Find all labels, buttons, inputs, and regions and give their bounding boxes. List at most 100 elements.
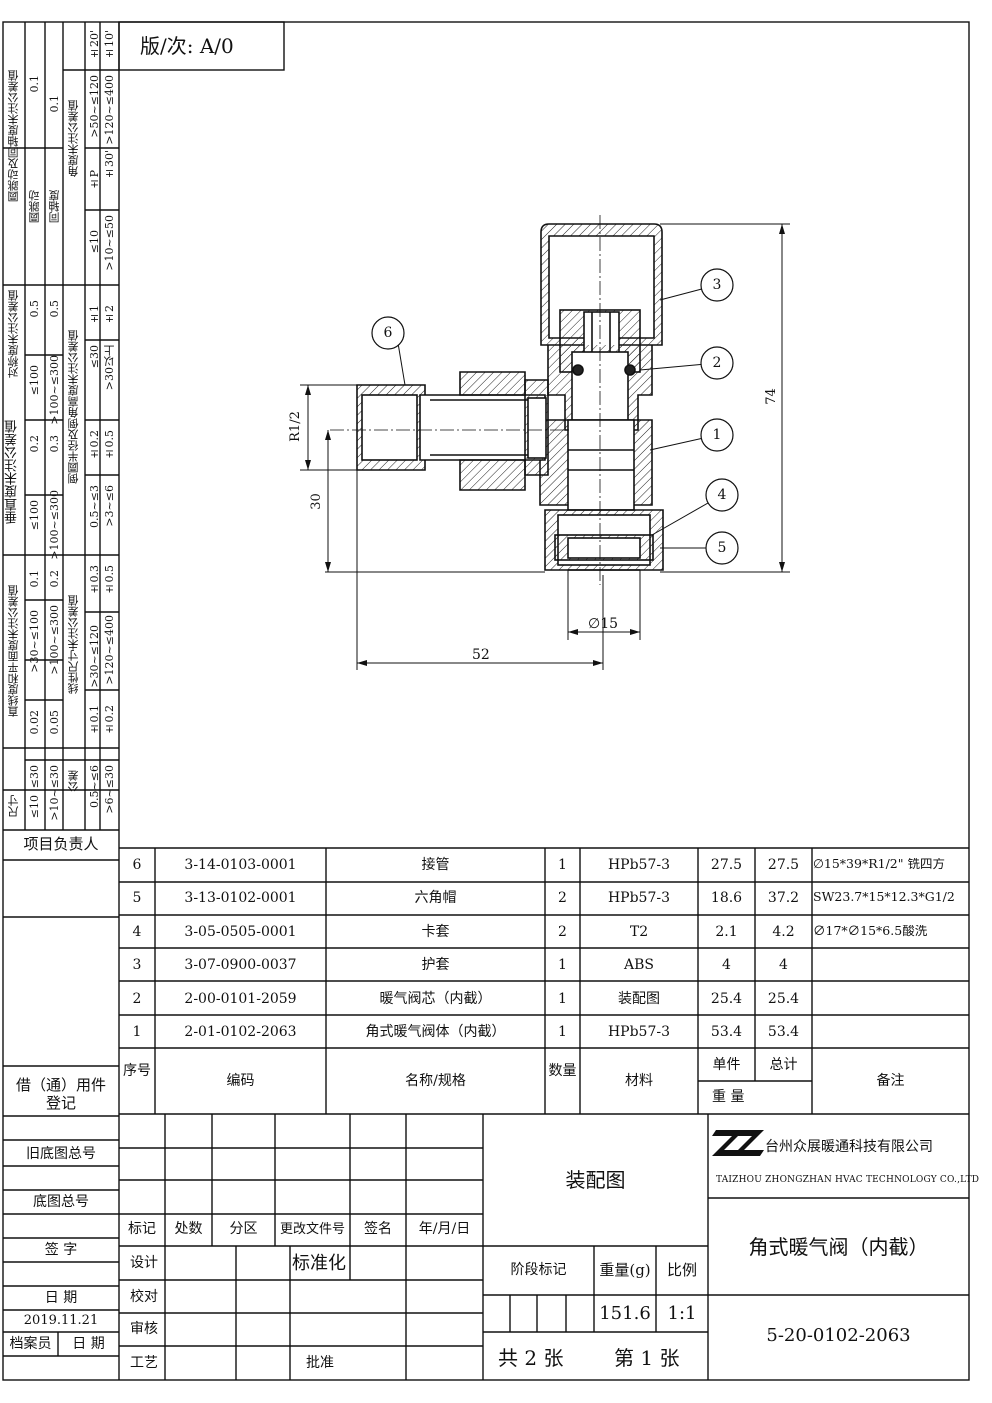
bom-head-no: 序号 <box>123 1063 151 1079</box>
bom-cell-mat: HPb57-3 <box>607 857 671 873</box>
bom-head-code: 编码 <box>226 1073 255 1089</box>
dim-d15: ∅15 <box>588 616 619 632</box>
size-label: 尺寸 <box>7 795 20 817</box>
sym-v1: 0.5 <box>28 300 41 318</box>
bom-cell-code: 2-00-0101-2059 <box>184 990 297 1007</box>
dim-52: 52 <box>472 647 490 663</box>
bom-head-unit: 单件 <box>712 1057 741 1073</box>
linear-r1: ≤30 <box>28 765 41 789</box>
bom-cell-unit: 4 <box>722 957 731 974</box>
bom-cell-total: 37.2 <box>767 890 800 907</box>
tb-zone: 分区 <box>229 1221 258 1237</box>
angle-r3: ±30' <box>103 150 116 181</box>
bom-cell-no: 6 <box>132 857 142 873</box>
date-label: 日 期 <box>44 1290 78 1306</box>
angle-v3: ±20' <box>88 30 101 61</box>
bom-head-total: 总计 <box>769 1057 798 1073</box>
tb-design: 设计 <box>130 1255 158 1271</box>
tb-company-en: TAIZHOU ZHONGZHAN HVAC TECHNOLOGY CO.,LT… <box>716 1175 980 1185</box>
sym-small-v2: ±2 <box>103 305 116 325</box>
tb-drawing-no: 5-20-0102-2063 <box>766 1325 911 1346</box>
bom-cell-no: 4 <box>132 923 142 940</box>
radius-r1: 0.5~≤3 <box>88 485 101 528</box>
size-r1: 0.5~≤6 <box>88 765 101 808</box>
linear-title: 线性尺寸未注公差值 <box>67 595 80 694</box>
tb-drawing-type: 装配图 <box>565 1168 626 1192</box>
bom-cell-no: 1 <box>132 1024 142 1040</box>
bom-cell-remark: ∅15*39*R1/2" 铣四方 <box>813 858 945 871</box>
radius-r2: >3~≤6 <box>103 485 116 527</box>
project-lead-label: 项目负责人 <box>23 835 99 853</box>
bom-cell-qty: 1 <box>558 1024 567 1040</box>
perp-v2: 0.3 <box>48 435 61 453</box>
bom-cell-name: 角式暖气阀体（内截） <box>365 1024 506 1040</box>
bom-cell-no: 5 <box>132 890 142 907</box>
angle-r6: >120~≤400 <box>103 75 116 145</box>
bom-cell-code: 3-14-0103-0001 <box>184 857 297 873</box>
balloon-1: 1 <box>712 427 722 443</box>
bom-cell-code: 2-01-0102-2063 <box>184 1024 297 1040</box>
balloon-3: 3 <box>712 277 722 293</box>
bom-cell-remark: ∅17*∅15*6.5酸洗 <box>813 924 928 938</box>
bom-cell-mat: 装配图 <box>618 990 660 1007</box>
tb-product: 角式暖气阀（内截） <box>748 1235 929 1259</box>
bom-cell-total: 4.2 <box>772 923 795 940</box>
bom-head-name: 名称/规格 <box>405 1073 466 1089</box>
tb-sheets: 共 2 张 <box>498 1346 564 1370</box>
perp-v1: 0.2 <box>28 435 41 453</box>
tb-scale: 比例 <box>666 1261 697 1279</box>
balloon-4: 4 <box>717 487 727 503</box>
bom-cell-name: 护套 <box>421 957 450 974</box>
bom-cell-no: 2 <box>132 990 142 1007</box>
balloon-2: 2 <box>712 355 722 371</box>
tb-date: 年/月/日 <box>418 1221 471 1237</box>
runout-val-1: 0.1 <box>28 75 41 93</box>
angle-r4: >10~≤50 <box>103 215 116 271</box>
bom-cell-qty: 1 <box>558 957 567 974</box>
sym-r2: >100~≤300 <box>48 355 61 425</box>
bom-cell-remark: SW23.7*15*12.3*G1/2 <box>813 891 955 904</box>
bom-cell-unit: 2.1 <box>715 923 738 940</box>
perp-r2: >100~≤300 <box>48 490 61 560</box>
tol-label: 公差 <box>67 770 80 792</box>
flat-v4: 0.2 <box>48 570 61 588</box>
sym-r1: ≤100 <box>28 365 41 396</box>
size-r2: >6~≤30 <box>103 765 116 814</box>
tb-mark: 标记 <box>128 1221 156 1237</box>
linear-v3: ±0.5 <box>103 565 116 596</box>
flat-v3: 0.1 <box>28 570 41 588</box>
tb-sign: 签名 <box>364 1221 392 1237</box>
flat-title: 直线度和平面度未注公差值 <box>7 585 20 717</box>
bom-cell-total: 53.4 <box>767 1024 800 1040</box>
linear-v1: ±0.1 <box>88 705 101 736</box>
bom-cell-no: 3 <box>132 957 142 974</box>
bom-cell-qty: 2 <box>558 890 567 907</box>
bom-cell-mat: T2 <box>629 923 649 940</box>
valve-drawing <box>356 223 664 571</box>
tb-check: 校对 <box>130 1289 158 1305</box>
bom-cell-name: 六角帽 <box>414 890 457 907</box>
bom-cell-total: 4 <box>779 957 788 974</box>
flat-r4: >100~≤300 <box>48 605 61 675</box>
flat-v1: 0.02 <box>28 710 41 735</box>
bom-cell-code: 3-13-0102-0001 <box>184 890 297 907</box>
radius-v2: ±0.5 <box>103 430 116 461</box>
bom-cell-unit: 18.6 <box>710 890 743 907</box>
tb-approve: 批准 <box>306 1355 334 1371</box>
angle-title: 角度未注公差值 <box>67 100 80 177</box>
bom-cell-qty: 1 <box>558 990 567 1007</box>
linear-r3: >120~≤400 <box>103 615 116 685</box>
bom-cell-qty: 1 <box>558 857 567 873</box>
sym-small-r2: >30以上 <box>103 345 116 391</box>
tb-sheet-no: 第 1 张 <box>614 1346 680 1370</box>
sign-label: 签 字 <box>44 1242 78 1258</box>
radius-v1: ±0.2 <box>88 430 101 461</box>
bom-cell-unit: 53.4 <box>710 1024 743 1040</box>
linear-v2: ±0.3 <box>88 565 101 596</box>
archivist-label: 档案员 <box>9 1336 52 1352</box>
flat-r2: >10~≤30 <box>48 765 61 821</box>
radius-title: 倒圆半径及倒角高度未注公差值 <box>67 330 80 484</box>
flat-r3: >30~≤100 <box>28 610 41 673</box>
dim-30: 30 <box>308 493 324 510</box>
